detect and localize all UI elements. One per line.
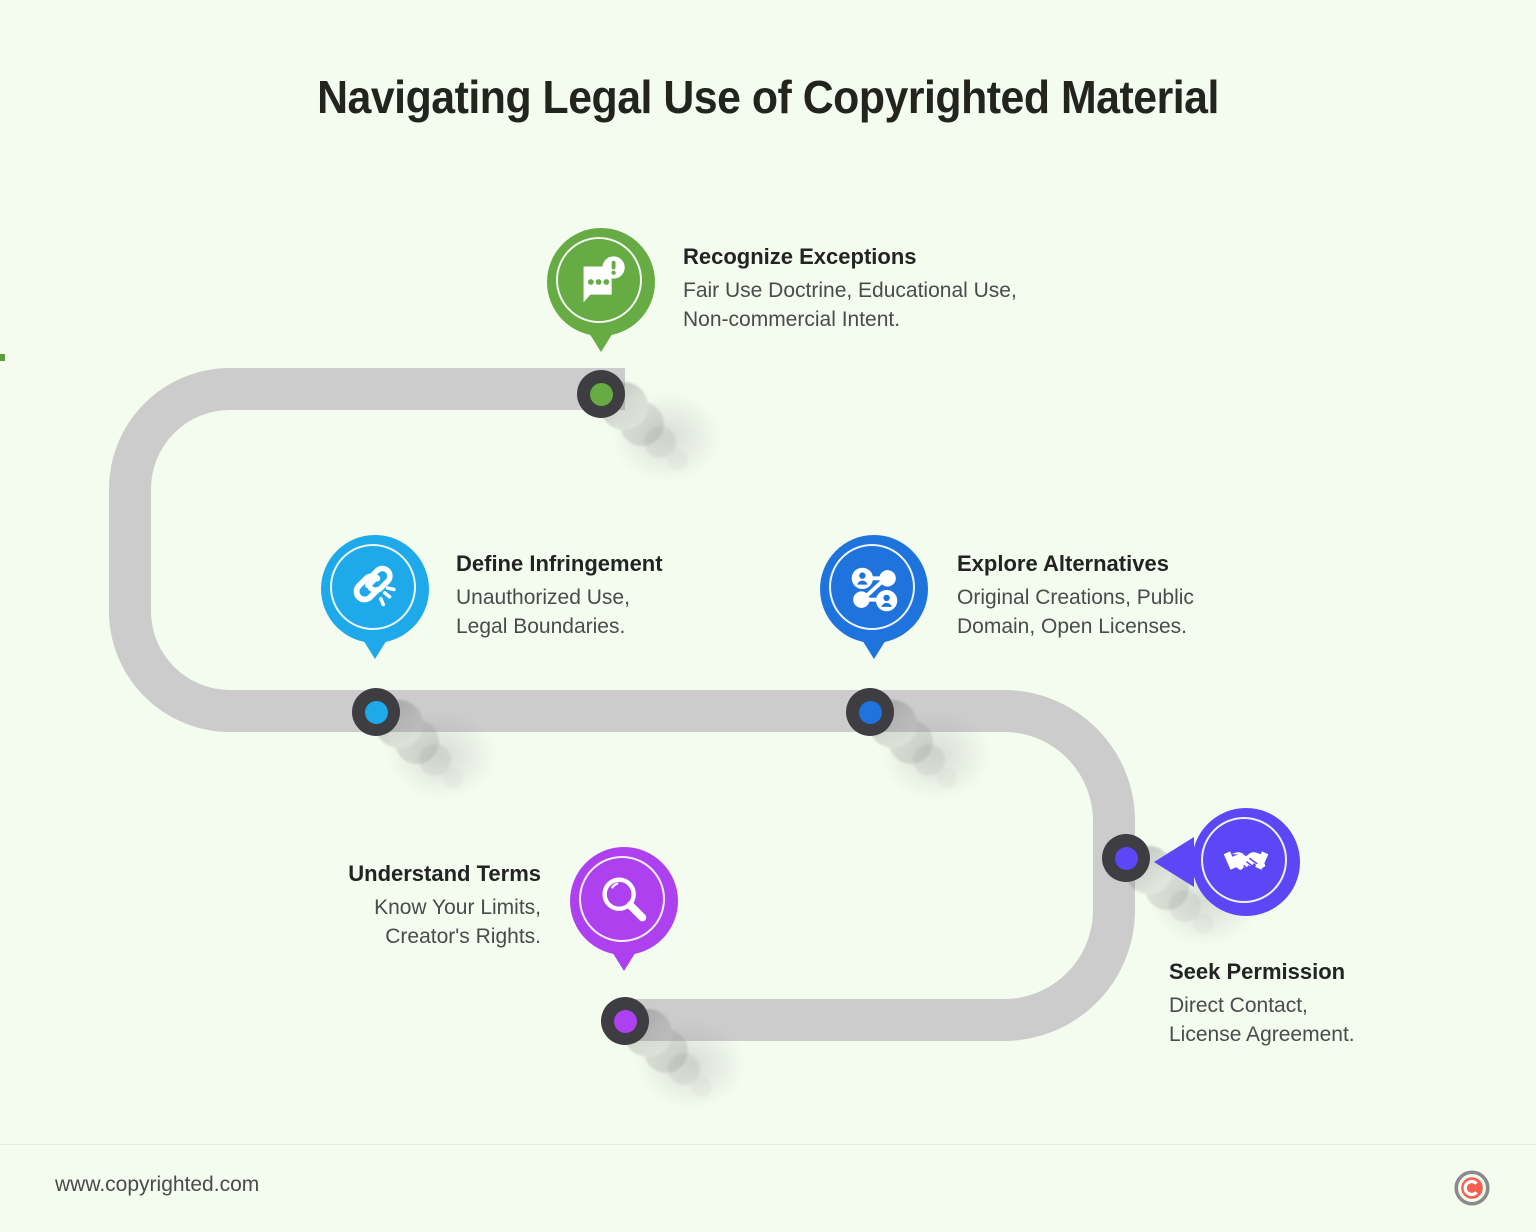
node-core [364,700,388,724]
pin-shadow [612,392,722,482]
footer-url[interactable]: www.copyrighted.com [55,1173,260,1196]
step-text-understand-terms: Understand Terms Know Your Limits, Creat… [0,860,541,952]
document-alert-icon [583,256,625,303]
pin-shadow [881,710,991,800]
step-desc-line2: Creator's Rights. [385,925,541,949]
pin-bulb [570,847,678,955]
node-dot-understand-terms[interactable] [601,997,649,1045]
pin-tail [1154,837,1194,887]
node-dot-recognize-exceptions[interactable] [577,370,625,418]
pin-define-infringement[interactable] [321,535,429,659]
node-core [858,700,882,724]
step-desc-line1: Know Your Limits, [374,895,541,919]
step-text-explore-alternatives: Explore Alternatives Original Creations,… [957,550,1194,642]
step-desc-line1: Fair Use Doctrine, Educational Use, [683,278,1017,302]
step-text-define-infringement: Define Infringement Unauthorized Use, Le… [456,550,663,642]
step-title: Explore Alternatives [957,551,1169,576]
pin-recognize-exceptions[interactable] [547,228,655,352]
step-desc-line2: Domain, Open Licenses. [957,615,1187,639]
step-desc-line1: Unauthorized Use, [456,585,630,609]
pin-bulb [321,535,429,643]
node-core [1114,846,1138,870]
node-dot-seek-permission[interactable] [1102,834,1150,882]
pin-understand-terms[interactable] [570,847,678,971]
copyright-logo-icon[interactable] [1454,1170,1490,1206]
step-title: Recognize Exceptions [683,244,917,269]
step-text-seek-permission: Seek Permission Direct Contact, License … [1169,958,1355,1050]
step-desc-line2: Legal Boundaries. [456,615,626,639]
pin-ring [556,237,642,323]
footer-divider [0,1144,1536,1145]
step-desc-line2: Non-commercial Intent. [683,308,901,332]
network-people-icon [851,567,898,612]
step-desc-line2: License Agreement. [1169,1023,1355,1047]
step-desc-line1: Direct Contact, [1169,993,1308,1017]
magnifier-icon [602,877,647,922]
step-title: Define Infringement [456,551,663,576]
page-title: Navigating Legal Use of Copyrighted Mate… [317,71,1219,123]
step-title: Understand Terms [348,861,541,886]
step-desc-line1: Original Creations, Public [957,585,1194,609]
node-core [589,382,613,406]
pin-bulb [1192,808,1300,916]
step-text-recognize-exceptions: Recognize Exceptions Fair Use Doctrine, … [683,243,1017,335]
pin-ring [1201,817,1287,903]
pin-bulb [547,228,655,336]
pin-bulb [820,535,928,643]
broken-link-icon [353,565,396,607]
pin-seek-permission[interactable] [1154,808,1300,916]
node-core [613,1009,637,1033]
handshake-icon [1223,851,1269,871]
step-title: Seek Permission [1169,959,1346,984]
node-dot-define-infringement[interactable] [352,688,400,736]
background-speck [0,354,5,361]
pin-shadow [387,710,497,800]
pin-shadow [636,1019,746,1109]
node-dot-explore-alternatives[interactable] [846,688,894,736]
pin-explore-alternatives[interactable] [820,535,928,659]
